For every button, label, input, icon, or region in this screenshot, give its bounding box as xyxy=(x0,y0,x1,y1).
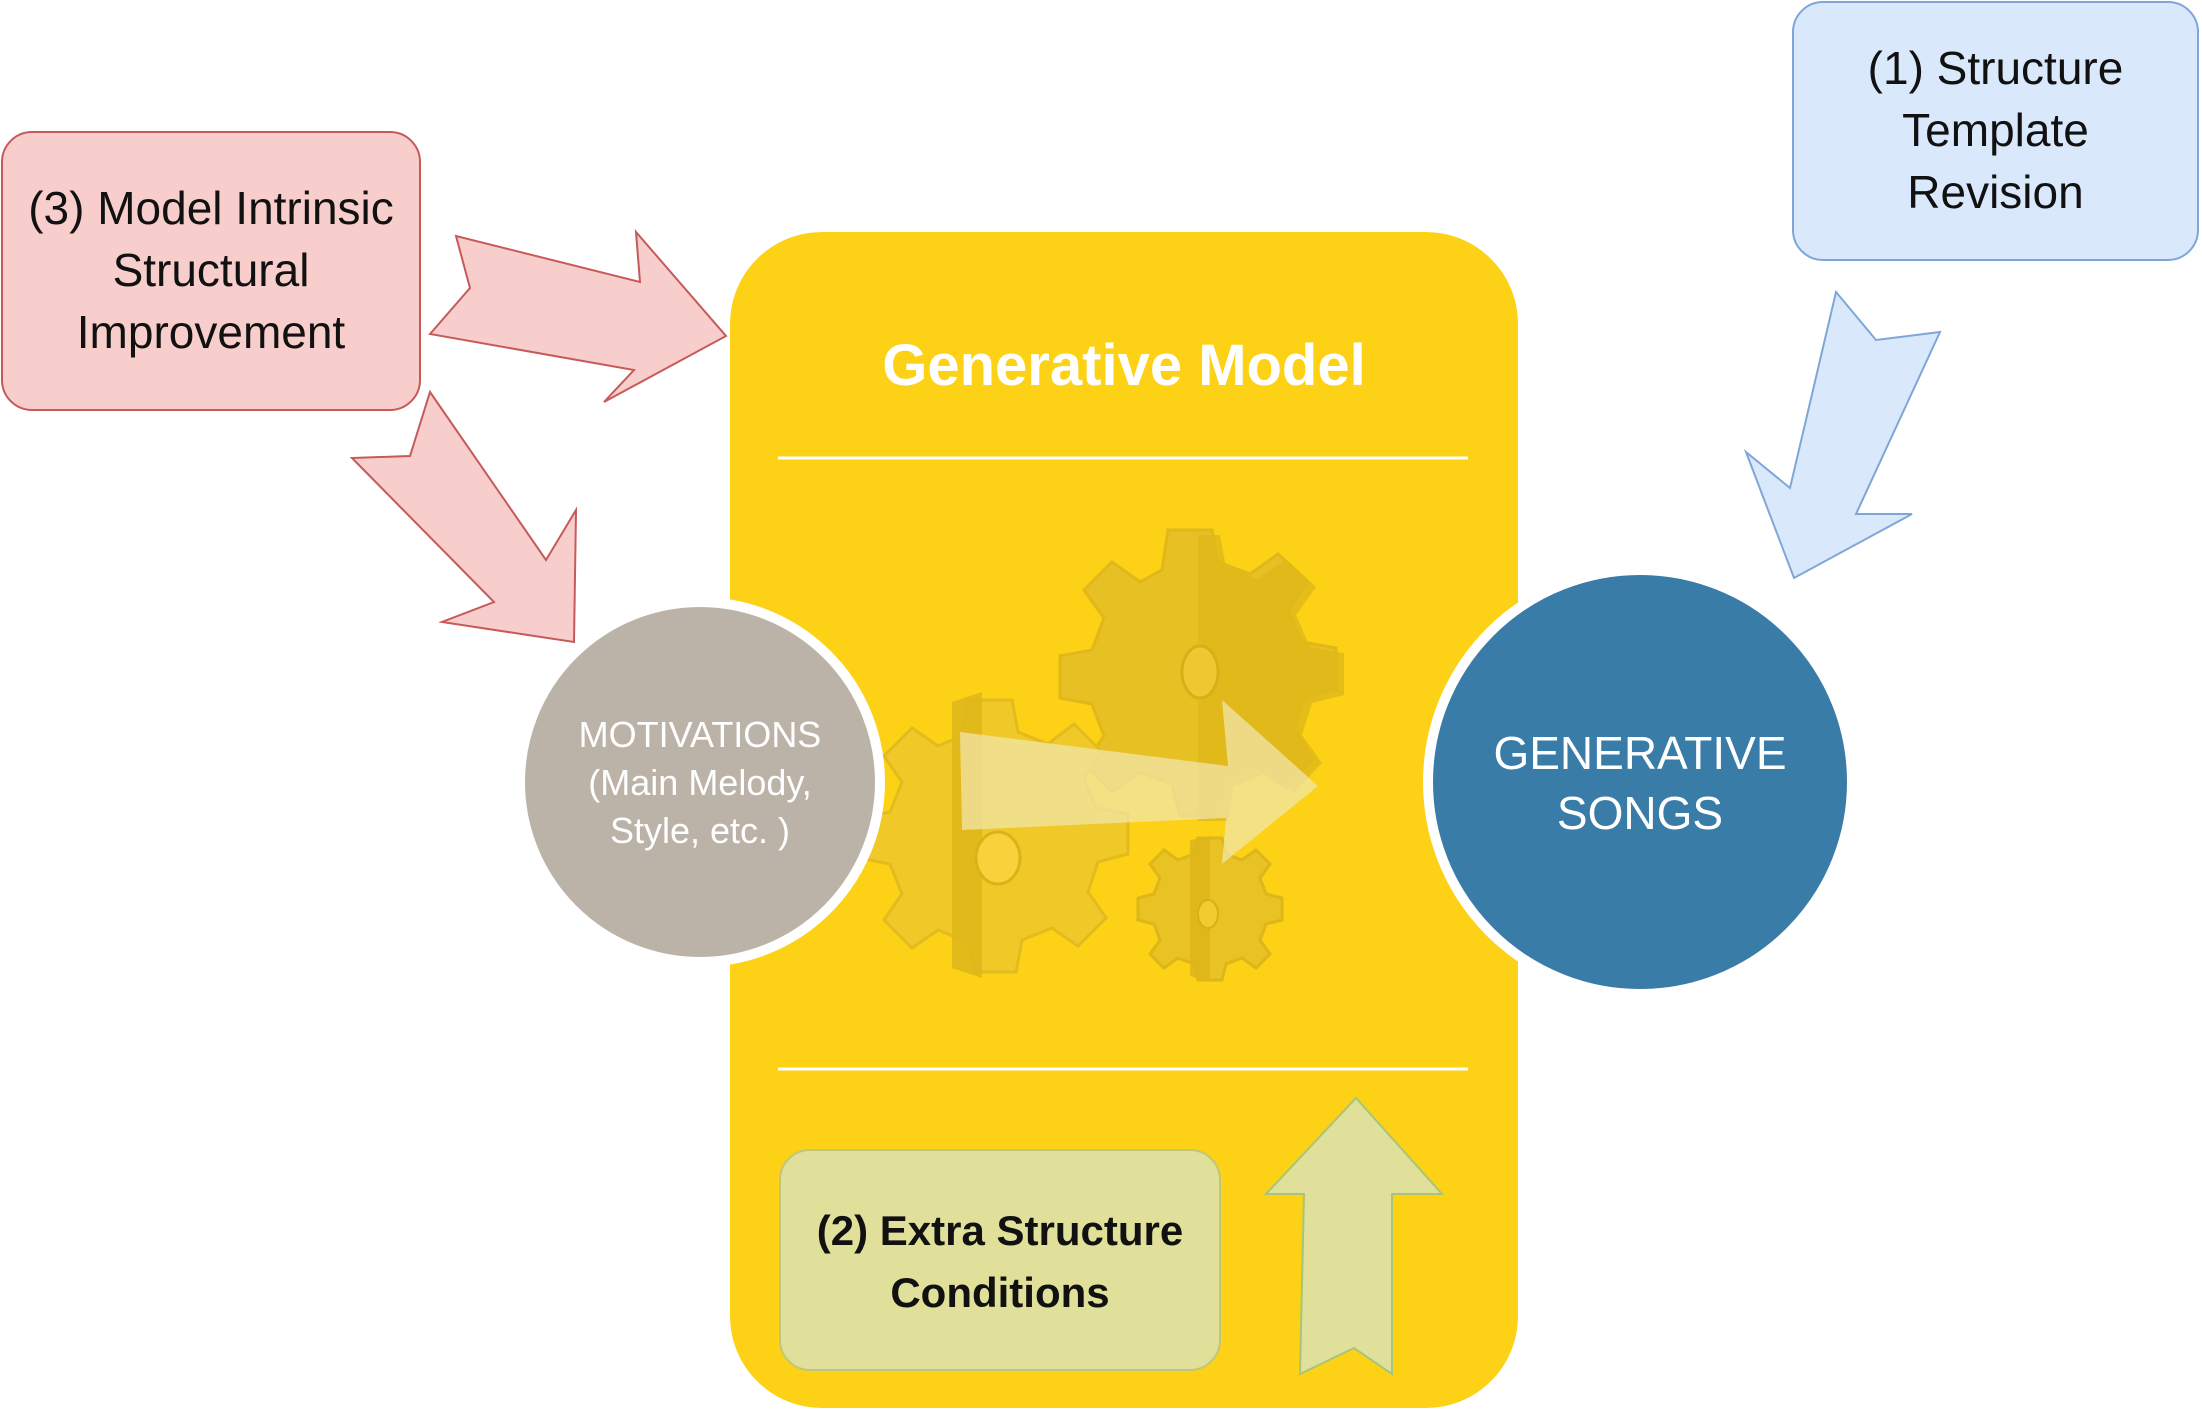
model-title: Generative Model xyxy=(882,332,1366,398)
structure-template-box xyxy=(1792,1,2199,261)
motivations-label: MOTIVATIONS (Main Melody, Style, etc. ) xyxy=(578,714,822,851)
extra-conditions-box xyxy=(779,1149,1221,1371)
motivations-circle xyxy=(515,597,885,967)
model-intrinsic-arrow-right xyxy=(428,229,728,403)
structure-template-arrow xyxy=(1743,289,1942,580)
model-intrinsic-label: (3) Model Intrinsic Structural Improveme… xyxy=(28,182,394,358)
structure-template-label: (1) Structure Template Revision xyxy=(1867,42,2124,218)
right-arrow-icon xyxy=(960,700,1318,864)
extra-conditions-arrow xyxy=(1263,1096,1445,1376)
generative-songs-circle xyxy=(1423,565,1857,999)
extra-conditions-label: (2) Extra Structure Conditions xyxy=(816,1207,1184,1316)
model-intrinsic-box xyxy=(1,131,421,411)
generative-songs-label: GENERATIVE SONGS xyxy=(1493,727,1787,839)
model-intrinsic-arrow-down xyxy=(349,389,578,644)
